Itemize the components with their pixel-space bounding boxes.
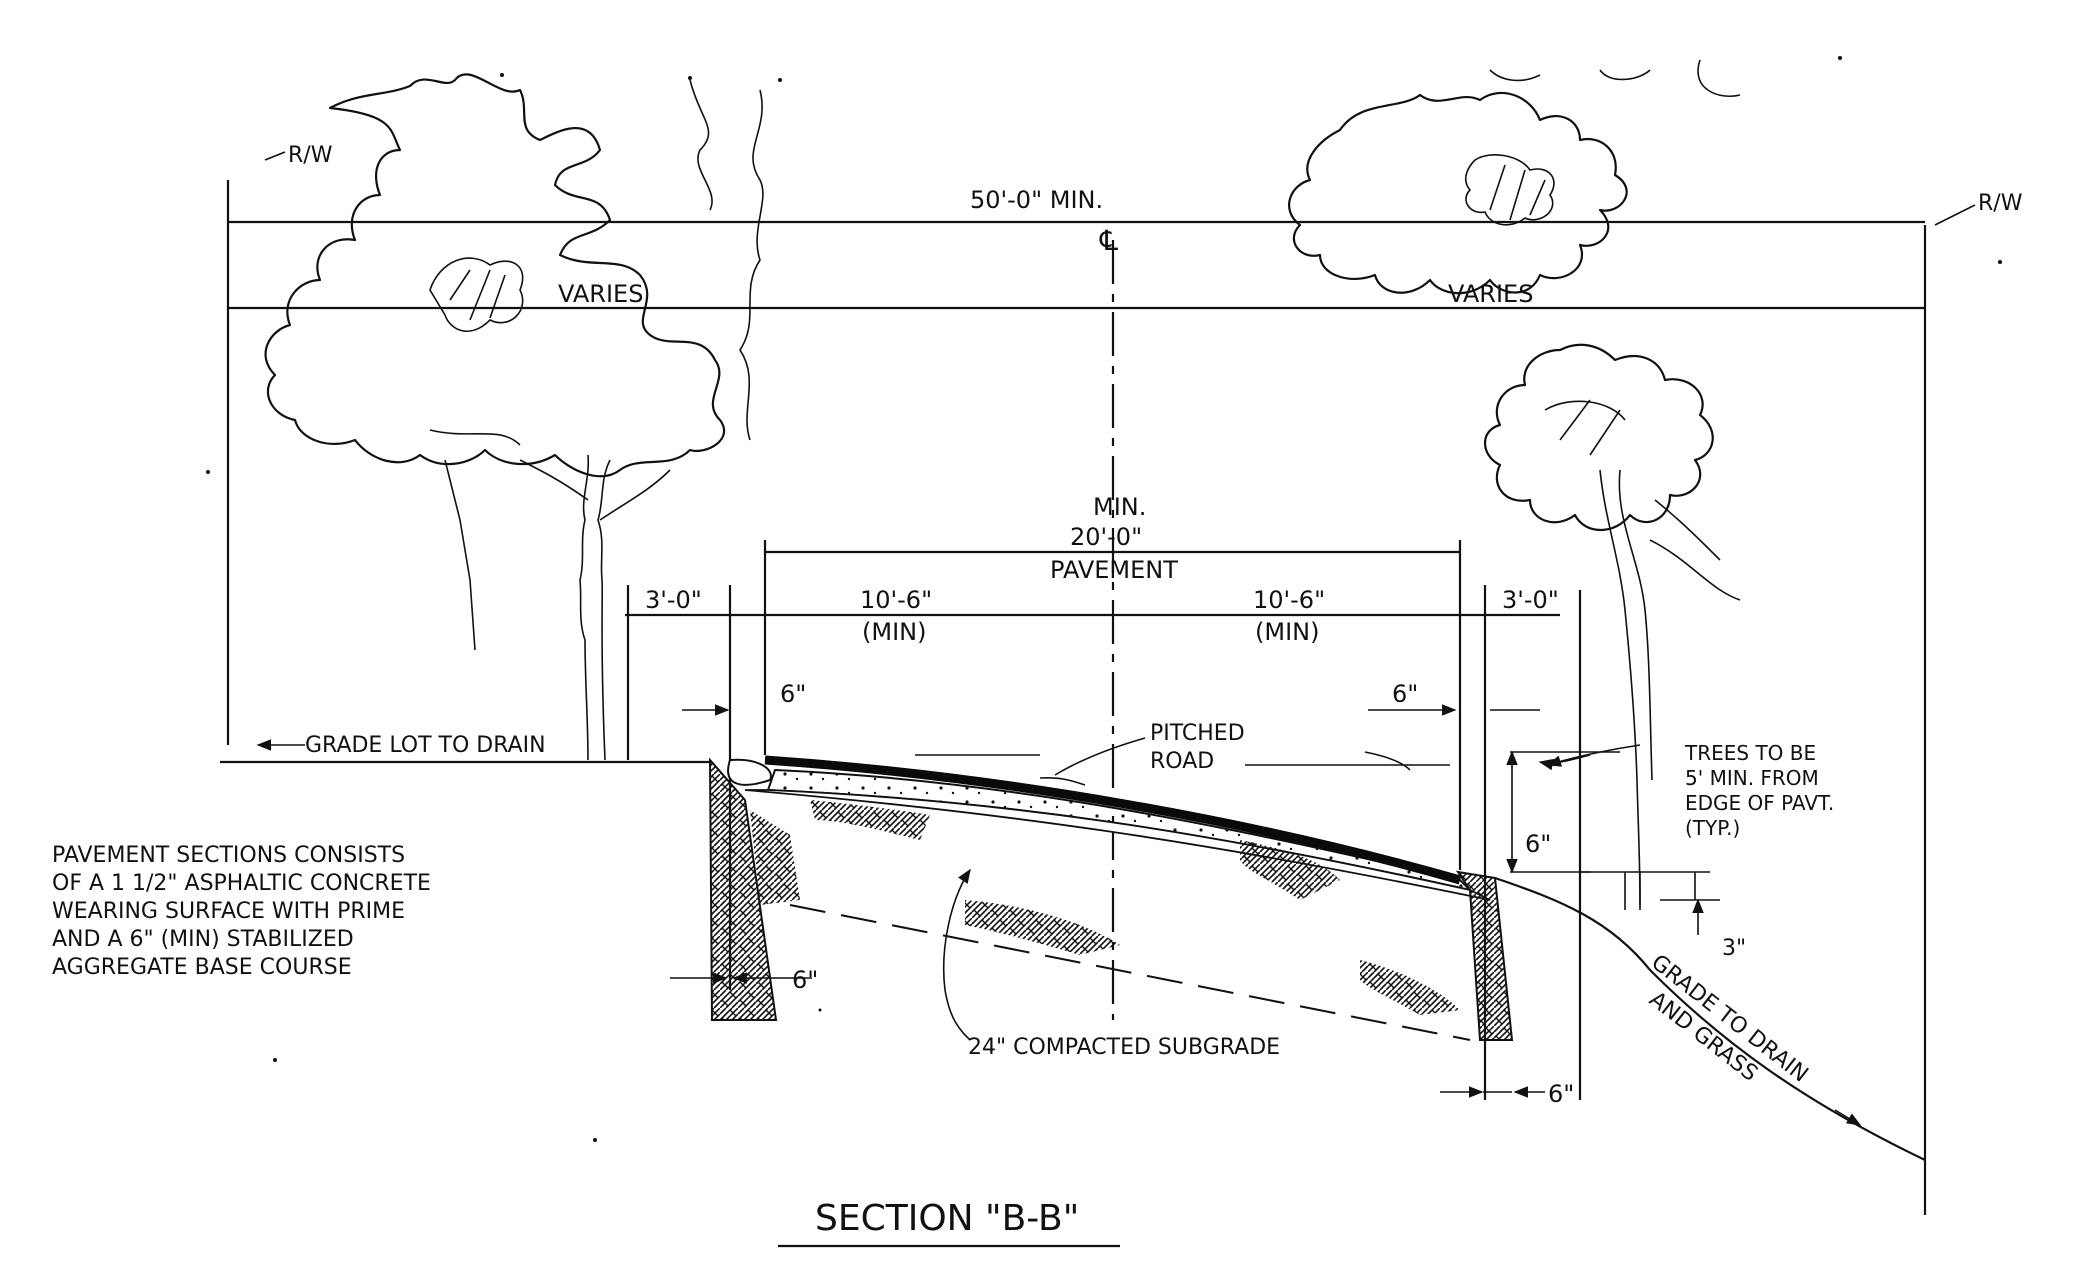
rw-left-label: R/W <box>288 143 333 168</box>
shoulder-left-dimension: 3'-0" <box>645 586 702 614</box>
trees-note-line4: (TYP.) <box>1685 816 1740 840</box>
note-line: PAVEMENT SECTIONS CONSISTS <box>52 843 405 868</box>
right-tree-upper <box>1288 59 1741 295</box>
lane-right-min: (MIN) <box>1255 618 1319 646</box>
curb-left-dimension: 6" <box>780 680 806 708</box>
right-tree-lower <box>1484 343 1741 906</box>
row-width-dimension: 50'-0" MIN. <box>970 186 1103 214</box>
trees-note-line3: EDGE OF PAVT. <box>1685 791 1834 815</box>
pavement-label: PAVEMENT <box>1050 556 1178 584</box>
pitched-label-line2: ROAD <box>1150 749 1214 774</box>
right-of-way-lines <box>226 151 1976 1215</box>
pavement-width-dimension: 20'-0" <box>1070 523 1142 551</box>
left-tree <box>264 73 764 761</box>
drop-dimension: 6" <box>1525 830 1551 858</box>
note-line: AND A 6" (MIN) STABILIZED <box>52 927 354 952</box>
lane-left-min: (MIN) <box>862 618 926 646</box>
bottom-left-dimension: 6" <box>792 966 818 994</box>
note-line: WEARING SURFACE WITH PRIME <box>52 899 405 924</box>
labels: R/W R/W 50'-0" MIN. ℄ VARIES VARIES MIN.… <box>288 143 2023 1108</box>
curb-right-dimension: 6" <box>1392 680 1418 708</box>
note-line: AGGREGATE BASE COURSE <box>52 955 352 980</box>
note-line: OF A 1 1/2" ASPHALTIC CONCRETE <box>52 871 431 896</box>
trees-note-line1: TREES TO BE <box>1684 741 1816 765</box>
pitched-label-line1: PITCHED <box>1150 721 1245 746</box>
subgrade-label: 24" COMPACTED SUBGRADE <box>968 1035 1280 1060</box>
varies-right-label: VARIES <box>1448 280 1533 308</box>
trees-note-line2: 5' MIN. FROM <box>1685 766 1819 790</box>
lane-right-dimension: 10'-6" <box>1253 586 1325 614</box>
rw-right-label: R/W <box>1978 191 2023 216</box>
section-title: SECTION "B-B" <box>815 1198 1079 1239</box>
varies-left-label: VARIES <box>558 280 643 308</box>
bottom-right-dimension: 6" <box>1548 1080 1574 1108</box>
ground-and-pavement <box>220 751 1926 1161</box>
pavement-notes: PAVEMENT SECTIONS CONSISTS OF A 1 1/2" A… <box>52 843 431 980</box>
scan-speckles <box>206 56 2002 1142</box>
three-inch-dimension: 3" <box>1722 936 1746 961</box>
lane-left-dimension: 10'-6" <box>860 586 932 614</box>
shoulder-right-dimension: 3'-0" <box>1502 586 1559 614</box>
leader-lines <box>256 737 1862 1126</box>
pavement-min-label: MIN. <box>1093 493 1146 521</box>
centerline-symbol: ℄ <box>1099 224 1118 257</box>
grade-lot-label: GRADE LOT TO DRAIN <box>305 733 546 758</box>
